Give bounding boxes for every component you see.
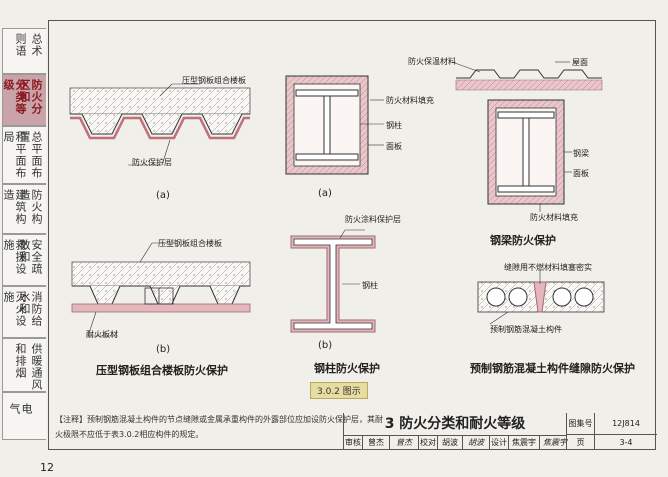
chapter-tabs: 总术 则语 防火分区和 分类等级 总平面布置 和平面布局 防火构造 建筑构造 安…	[2, 28, 48, 440]
precast-drawing	[477, 270, 605, 325]
atlas-label: 图集号	[566, 413, 594, 435]
column-b-label-2: 钢柱	[362, 281, 378, 290]
slab-b-label-top: 压型钢板组合楼板	[158, 239, 222, 248]
beam-label-2: 屋面	[572, 58, 588, 67]
slab-b-label-mid: 耐火板材	[86, 330, 118, 339]
title-block: 3 防火分类和耐火等级 图集号 12J814 审核曾杰曾杰校对胡波胡波设计焦震宇…	[343, 413, 657, 450]
slab-a-caption: (a)	[156, 190, 170, 201]
column-b-drawing	[290, 229, 376, 333]
slab-b-caption: (b)	[156, 344, 171, 355]
column-a-label-1: 防火材料填充	[386, 96, 434, 105]
tab-fire-classification[interactable]: 防火分区和 分类等级	[2, 74, 46, 126]
drawing-frame	[48, 20, 656, 450]
slab-title: 压型钢板组合楼板防火保护	[96, 364, 228, 377]
slab-a-label-top: 压型钢板组合楼板	[182, 76, 246, 85]
column-a-caption: (a)	[318, 188, 332, 199]
tab-general[interactable]: 总术 则语	[2, 28, 46, 74]
atlas-number: 12J814	[594, 413, 657, 435]
precast-label-1: 缝隙用不燃材料填塞密实	[504, 263, 592, 272]
figure-badge: 3.0.2 图示	[310, 382, 368, 399]
tab-electrical[interactable]: 电气	[2, 392, 46, 440]
slab-a-label-mid: 防火保护层	[132, 158, 172, 167]
beam-label-3: 钢梁	[573, 149, 589, 158]
tab-fire-water[interactable]: 消防给水和 灭火设施	[2, 286, 46, 338]
beam-label-4: 面板	[573, 169, 589, 178]
page-number: 12	[40, 461, 54, 474]
sheet-page: 3-4	[594, 435, 657, 450]
beam-label-5: 防火材料填充	[530, 213, 578, 222]
note-text: 【注释】预制钢筋混凝土构件的节点缝隙或金属承重构件的外露部位应加设防火保护层，其…	[55, 415, 383, 439]
sheet-title: 3 防火分类和耐火等级	[344, 413, 566, 436]
beam-label-1: 防火保温材料	[408, 57, 456, 66]
column-a-label-2: 钢柱	[386, 121, 402, 130]
slab-b-drawing	[71, 242, 251, 337]
beam-title: 钢梁防火保护	[490, 234, 556, 247]
column-a-drawing	[285, 75, 384, 175]
precast-label-2: 预制钢筋混凝土构件	[490, 325, 562, 334]
column-b-label-1: 防火涂料保护层	[345, 215, 401, 224]
tab-evacuation[interactable]: 安全疏散和 救援设施	[2, 234, 46, 286]
precast-title: 预制钢筋混凝土构件缝隙防火保护	[470, 362, 635, 375]
tab-fire-construction[interactable]: 防火构造 建筑构造	[2, 184, 46, 234]
tab-hvac[interactable]: 供暖通风 和排烟	[2, 338, 46, 392]
page-label: 页	[566, 435, 594, 450]
beam-drawing	[451, 61, 603, 212]
column-title: 钢柱防火保护	[314, 362, 380, 375]
tab-site-plan[interactable]: 总平面布置 和平面布局	[2, 126, 46, 184]
column-b-caption: (b)	[318, 340, 333, 351]
slab-a-drawing	[69, 83, 251, 166]
column-a-label-3: 面板	[386, 142, 402, 151]
signature-row: 审核曾杰曾杰校对胡波胡波设计焦震宇焦震宇	[344, 435, 567, 450]
